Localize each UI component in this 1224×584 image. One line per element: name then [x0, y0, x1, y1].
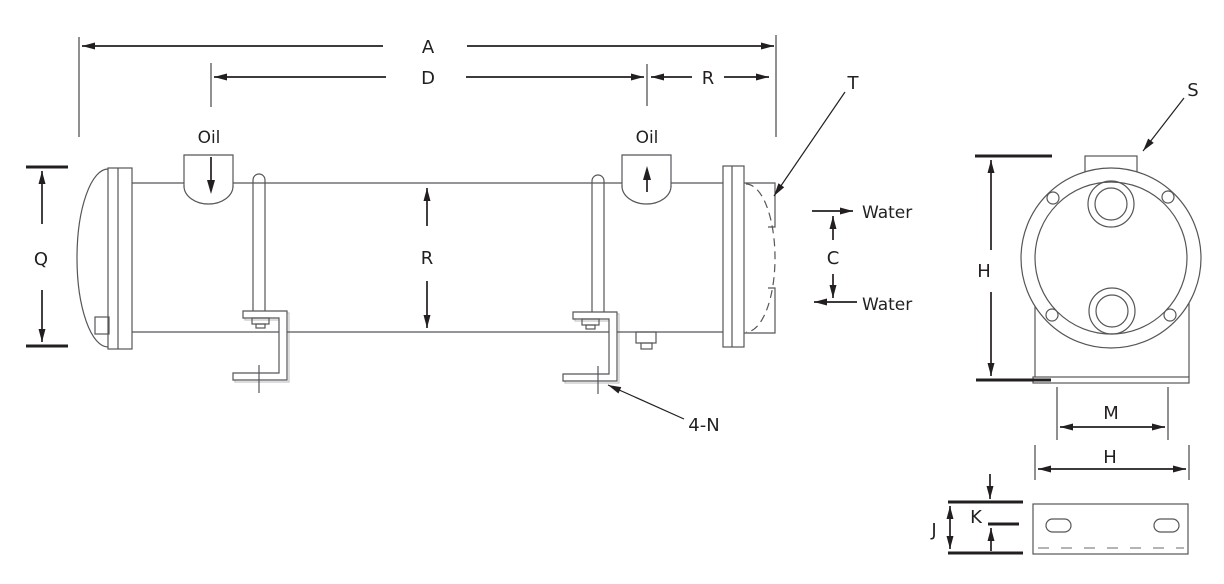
drain-plug-tip: [640, 342, 653, 350]
dim-m-label: M: [1103, 403, 1119, 424]
water-port-bottom-outer: [1088, 287, 1136, 335]
water-outlet-label: Water: [862, 203, 912, 223]
dim-q: Q: [26, 165, 68, 348]
bolt-hole: [1163, 308, 1177, 322]
foot-bracket-left: [232, 310, 288, 381]
dim-h-bottom-label: H: [1103, 447, 1117, 468]
dim-r-shell: R: [421, 188, 434, 328]
drain-plug: [635, 331, 657, 344]
foot-plate-slot-right: [1153, 518, 1180, 533]
foot-plate-slot-left: [1045, 518, 1072, 533]
dim-j-label: J: [930, 520, 936, 541]
dim-q-label: Q: [34, 249, 48, 270]
mounting-strap-left: [252, 173, 266, 311]
bolt-hole: [1046, 191, 1060, 205]
side-view: [76, 154, 776, 394]
dim-j-k: J K: [930, 474, 1023, 555]
dim-r-end-label: R: [702, 68, 715, 89]
dim-h-bottom: H: [1034, 445, 1190, 480]
foot-right-bolt: [581, 318, 600, 326]
dim-a: A: [82, 37, 774, 58]
left-bottom-tab: [94, 316, 110, 335]
dim-k-label: K: [970, 507, 983, 528]
dim-c-label: C: [827, 248, 840, 269]
foot-left-bolt: [251, 317, 270, 325]
mounting-strap-right: [591, 174, 605, 312]
end-flange-outer-circle: [1020, 167, 1202, 349]
dim-d: D: [214, 68, 644, 89]
left-flange: [107, 167, 133, 350]
foot-left-bolt-nub: [255, 323, 266, 329]
oil-outlet-flow-arrowhead: [643, 166, 651, 180]
callout-4n: 4-N: [607, 384, 720, 436]
callout-t-label: T: [847, 73, 860, 94]
water-port-bottom-inner: [1095, 294, 1129, 328]
oil-inlet-label: Oil: [198, 128, 221, 148]
right-flange: [722, 165, 745, 348]
bolt-hole: [1045, 308, 1059, 322]
callout-4n-label: 4-N: [688, 415, 719, 436]
right-bonnet-dome-hidden-arc: [745, 183, 776, 333]
water-inlet-label: Water: [862, 295, 912, 315]
foot-plate-detail: J K: [930, 474, 1189, 555]
foot-bracket-right: [562, 311, 618, 382]
water-port-top-outer: [1087, 180, 1135, 228]
dim-r-end: R: [651, 68, 769, 89]
dim-a-label: A: [422, 37, 435, 58]
end-bracket-base: [1032, 376, 1190, 384]
callout-s: S: [1142, 80, 1199, 152]
oil-outlet-port-saddle: [621, 185, 672, 205]
bolt-hole: [1161, 190, 1175, 204]
dim-h-side: H: [975, 154, 1052, 382]
water-port-top-inner: [1094, 187, 1128, 221]
dim-r-shell-label: R: [421, 248, 434, 269]
oil-outlet-port: [621, 154, 672, 187]
end-view-dimensions: S H M H: [975, 80, 1199, 480]
oil-outlet-label: Oil: [636, 128, 659, 148]
callout-t: T: [773, 73, 860, 197]
end-view: [1020, 155, 1202, 384]
left-dome: [76, 168, 109, 348]
foot-plate: [1032, 503, 1189, 555]
oil-inlet-flow-arrowhead: [207, 180, 215, 194]
side-view-dimensions: A D R Q R: [26, 35, 912, 436]
foot-right-bolt-nub: [585, 324, 596, 330]
right-bonnet-water-ports: [744, 182, 776, 334]
oil-inlet-port: [183, 154, 234, 187]
callout-s-label: S: [1187, 80, 1198, 101]
dim-c-water: C Water Water: [812, 203, 912, 315]
dim-d-label: D: [421, 68, 435, 89]
dim-h-side-label: H: [977, 261, 991, 282]
dim-m: M: [1056, 387, 1169, 440]
oil-inlet-port-saddle: [183, 185, 234, 205]
